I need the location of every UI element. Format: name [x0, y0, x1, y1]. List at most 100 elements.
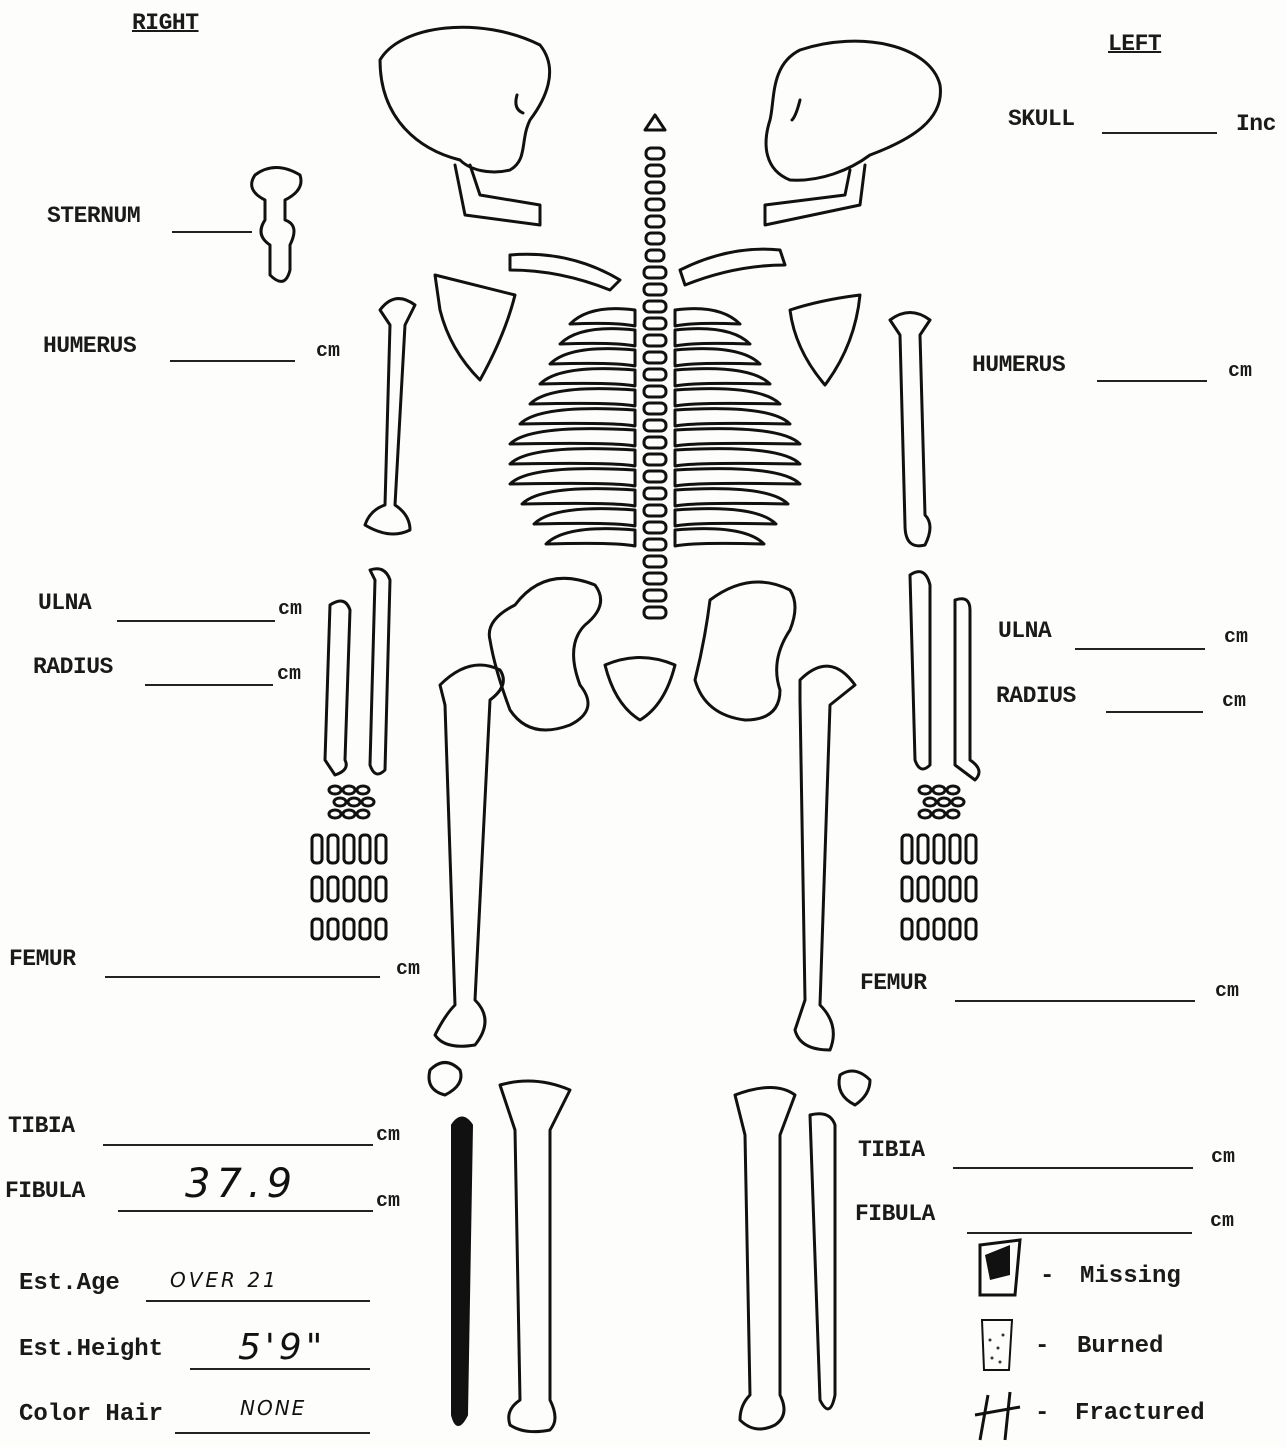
vertebra: [644, 284, 666, 295]
left-radius-line: [1106, 711, 1203, 713]
left-humerus-label: HUMERUS: [972, 354, 1065, 377]
right-rib: [534, 509, 635, 526]
finger-bone: [934, 835, 944, 863]
finger-bone: [950, 835, 960, 863]
left-fibula-drawing: [810, 1114, 835, 1409]
finger-bone: [328, 919, 338, 939]
right-rib: [560, 329, 635, 346]
right-rib: [530, 389, 635, 406]
vertebra: [646, 165, 664, 176]
carpal: [919, 786, 931, 794]
carpal: [357, 786, 369, 794]
finger-bone: [312, 835, 322, 863]
left-fibula-unit: cm: [1210, 1212, 1234, 1232]
right-fibula-label: FIBULA: [5, 1180, 85, 1203]
right-humerus-line: [170, 360, 295, 362]
left-radius-unit: cm: [1222, 692, 1246, 712]
left-skull-value: Inc: [1236, 113, 1276, 136]
right-fibula-unit: cm: [376, 1192, 400, 1212]
right-humerus-drawing: [365, 299, 415, 534]
est-age-label: Est.Age: [19, 1272, 120, 1296]
finger-bone: [902, 835, 912, 863]
left-rib: [675, 309, 740, 326]
carpal: [343, 786, 355, 794]
right-tibia-line: [103, 1144, 373, 1146]
sternum-line: [172, 231, 252, 233]
est-height-value: 5'9": [238, 1330, 326, 1366]
left-scapula-drawing: [790, 295, 860, 385]
left-femur-drawing: [795, 666, 855, 1050]
color-hair-value: NONE: [240, 1398, 306, 1418]
finger-bone: [902, 877, 912, 901]
sternum-label: STERNUM: [47, 205, 140, 228]
finger-bone: [966, 919, 976, 939]
vertebra: [644, 335, 666, 346]
est-height-line: [190, 1368, 370, 1370]
left-rib: [675, 329, 750, 346]
left-ulna-label: ULNA: [998, 620, 1051, 643]
finger-bone: [918, 877, 928, 901]
left-rib: [675, 449, 800, 466]
vertebra: [644, 437, 666, 448]
left-rib: [675, 509, 776, 526]
left-humerus-line: [1097, 380, 1207, 382]
right-rib: [546, 529, 635, 546]
right-rib: [510, 429, 635, 446]
left-radius-drawing: [910, 572, 930, 769]
finger-bone: [376, 919, 386, 939]
finger-bone: [344, 919, 354, 939]
vertebra: [646, 199, 664, 210]
vertebra: [644, 556, 666, 567]
vertebra: [646, 250, 664, 261]
finger-bone: [918, 835, 928, 863]
right-patella-drawing: [429, 1063, 461, 1096]
carpal: [329, 786, 341, 794]
vertebra: [646, 216, 664, 227]
carpal: [343, 810, 355, 818]
right-hip-drawing: [489, 578, 600, 730]
finger-bone: [328, 835, 338, 863]
left-skull-label: SKULL: [1008, 108, 1075, 131]
right-femur-drawing: [435, 665, 503, 1046]
vertebra: [644, 420, 666, 431]
legend-dash-burned: -: [1035, 1335, 1049, 1359]
finger-bone: [344, 877, 354, 901]
vertebra: [644, 267, 666, 278]
left-clavicle-drawing: [680, 249, 785, 285]
carpal: [952, 798, 964, 806]
left-humerus-unit: cm: [1228, 362, 1252, 382]
right-humerus-unit: cm: [316, 342, 340, 362]
vertebra: [644, 386, 666, 397]
finger-bone: [328, 877, 338, 901]
right-fibula-missing-drawing: [452, 1118, 472, 1426]
left-ulna-drawing: [955, 599, 979, 780]
right-rib: [522, 489, 635, 506]
carpal: [362, 798, 374, 806]
left-fibula-line: [967, 1232, 1192, 1234]
left-rib: [675, 409, 790, 426]
right-femur-line: [105, 976, 380, 978]
vertebra: [644, 607, 666, 618]
right-fibula-line: [118, 1210, 373, 1212]
finger-bone: [360, 877, 370, 901]
vertebra: [644, 488, 666, 499]
right-rib: [540, 369, 635, 386]
finger-bone: [950, 877, 960, 901]
finger-bone: [360, 919, 370, 939]
legend-dash-fractured: -: [1035, 1402, 1049, 1426]
finger-bone: [902, 919, 912, 939]
left-rib: [675, 369, 770, 386]
vertebra: [644, 369, 666, 380]
carpal: [919, 810, 931, 818]
left-skull-drawing: [765, 41, 940, 225]
est-age-value: OVER 21: [170, 1270, 279, 1290]
right-tibia-drawing: [500, 1081, 570, 1432]
left-rib: [675, 349, 760, 366]
sacrum-drawing: [605, 658, 675, 721]
right-radius-line: [145, 684, 273, 686]
finger-bone: [376, 835, 386, 863]
color-hair-label: Color Hair: [19, 1403, 163, 1427]
vertebra: [644, 505, 666, 516]
right-humerus-label: HUMERUS: [43, 335, 136, 358]
